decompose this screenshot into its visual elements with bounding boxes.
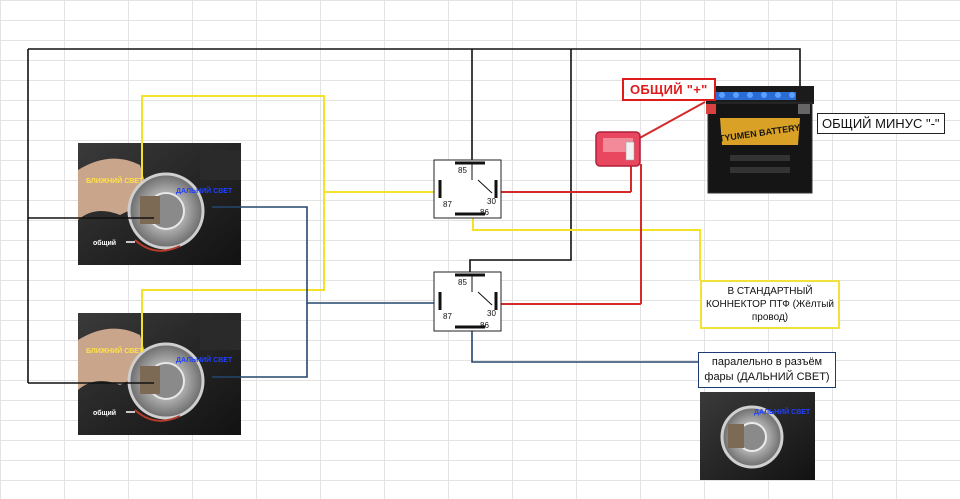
- blue-wires: [212, 206, 698, 378]
- headlight-photo-upper: [78, 143, 241, 265]
- relay-pin-85: 85: [458, 166, 467, 175]
- headlight-photo-lower: [78, 313, 241, 435]
- relay-pin-86: 86: [480, 208, 489, 217]
- fuse: [595, 131, 641, 167]
- red-wires: [501, 101, 706, 305]
- relay-upper: 85 87 30 86: [433, 159, 502, 219]
- ground-wires: [27, 48, 801, 384]
- relay-pin-87: 87: [443, 312, 452, 321]
- ptf-connector-note: В СТАНДАРТНЫЙ КОННЕКТОР ПТФ (Жёлтый пров…: [700, 280, 840, 329]
- parallel-connector-note: паралельно в разъём фары (ДАЛЬНИЙ СВЕТ): [698, 352, 836, 388]
- common-minus-note: ОБЩИЙ МИНУС "-": [817, 113, 945, 134]
- common-plus-note: ОБЩИЙ "+": [622, 78, 716, 101]
- relay-pin-85: 85: [458, 278, 467, 287]
- relay-pin-87: 87: [443, 200, 452, 209]
- relay-pin-86: 86: [480, 321, 489, 330]
- high-beam-label: ДАЛЬНИЙ СВЕТ: [754, 407, 811, 416]
- low-beam-label: БЛИЖНИЙ СВЕТ: [86, 176, 144, 185]
- relay-pin-30: 30: [487, 309, 496, 318]
- battery: TYUMEN BATTERY: [706, 86, 814, 194]
- relay-lower: 85 87 30 86: [433, 271, 502, 332]
- yellow-wires: [141, 95, 701, 352]
- high-beam-label: ДАЛЬНИЙ СВЕТ: [176, 186, 233, 195]
- common-label: общий: [93, 409, 116, 417]
- reference-headlight-photo: [700, 392, 815, 480]
- relay-pin-30: 30: [487, 197, 496, 206]
- high-beam-label: ДАЛЬНИЙ СВЕТ: [176, 355, 233, 364]
- common-label: общий: [93, 239, 116, 247]
- low-beam-label: БЛИЖНИЙ СВЕТ: [86, 346, 144, 355]
